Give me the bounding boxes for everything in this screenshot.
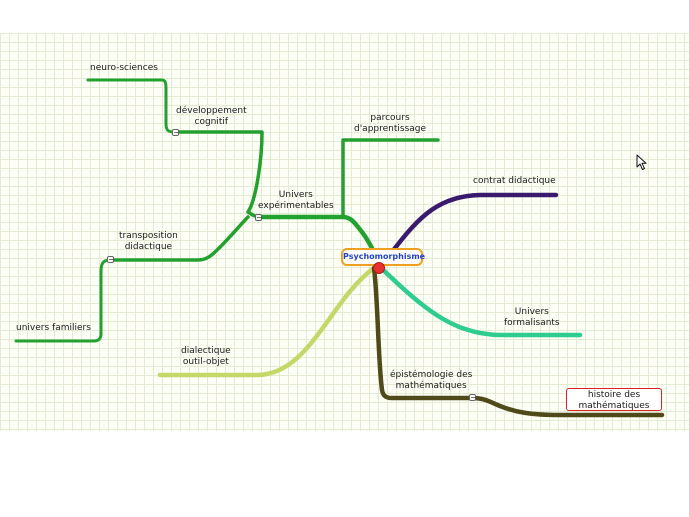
connector-univers-form: [375, 262, 583, 338]
node-histoire-des-mathematiques[interactable]: histoire des mathématiques: [566, 388, 662, 411]
node-developpement-cognitif[interactable]: développement cognitif: [176, 106, 247, 128]
mouse-pointer-icon: [636, 154, 648, 175]
connector-neuro: [86, 78, 176, 134]
node-label: mathématiques: [578, 401, 650, 411]
mindmap-canvas[interactable]: [0, 33, 689, 431]
connector-parcours: [341, 138, 440, 219]
node-univers-experimentables[interactable]: Univers expérimentables: [258, 190, 334, 212]
node-label: contrat didactique: [473, 176, 556, 186]
node-label: d'apprentissage: [354, 124, 427, 134]
node-label: développement: [176, 106, 247, 116]
central-anchor-dot[interactable]: [373, 262, 385, 274]
node-label: mathématiques: [395, 381, 467, 391]
node-label: parcours: [370, 113, 410, 123]
connector-contrat: [389, 192, 559, 255]
node-label: cognitif: [194, 117, 229, 127]
collapse-toggle-icon[interactable]: −: [172, 128, 180, 137]
node-label: transposition: [119, 231, 178, 241]
node-label: univers familiers: [16, 323, 91, 333]
collapse-toggle-icon[interactable]: −: [255, 213, 263, 222]
node-univers-familiers[interactable]: univers familiers: [16, 323, 91, 334]
node-epistemologie[interactable]: épistémologie des mathématiques: [390, 370, 472, 392]
node-label: dialectique: [181, 346, 231, 356]
node-transposition-didactique[interactable]: transposition didactique: [119, 231, 178, 253]
node-label: didactique: [124, 242, 173, 252]
connector-developpement: [172, 130, 264, 219]
node-label: outil-objet: [182, 357, 229, 367]
node-label: Univers: [514, 307, 549, 317]
connector-univers-exp: [255, 214, 377, 255]
node-contrat-didactique[interactable]: contrat didactique: [473, 176, 556, 187]
node-label: formalisants: [504, 318, 560, 328]
collapse-toggle-icon[interactable]: −: [469, 393, 477, 402]
node-parcours[interactable]: parcours d'apprentissage: [354, 113, 426, 135]
node-label: expérimentables: [258, 201, 334, 211]
node-univers-formalisants[interactable]: Univers formalisants: [504, 307, 560, 329]
node-label: neuro-sciences: [90, 63, 158, 73]
connector-dialectique: [157, 265, 377, 378]
collapse-toggle-icon[interactable]: −: [107, 255, 115, 264]
connector-transposition: [108, 215, 250, 262]
node-neuro-sciences[interactable]: neuro-sciences: [90, 63, 158, 74]
connector-univers-fam: [14, 258, 112, 343]
central-topic-label: Psychomorphisme: [343, 252, 426, 261]
node-label: histoire des: [587, 390, 641, 400]
node-dialectique-outil-objet[interactable]: dialectique outil-objet: [181, 346, 231, 368]
connector-epistemo: [371, 265, 665, 418]
node-label: épistémologie des: [390, 370, 473, 380]
node-label: Univers: [278, 190, 313, 200]
